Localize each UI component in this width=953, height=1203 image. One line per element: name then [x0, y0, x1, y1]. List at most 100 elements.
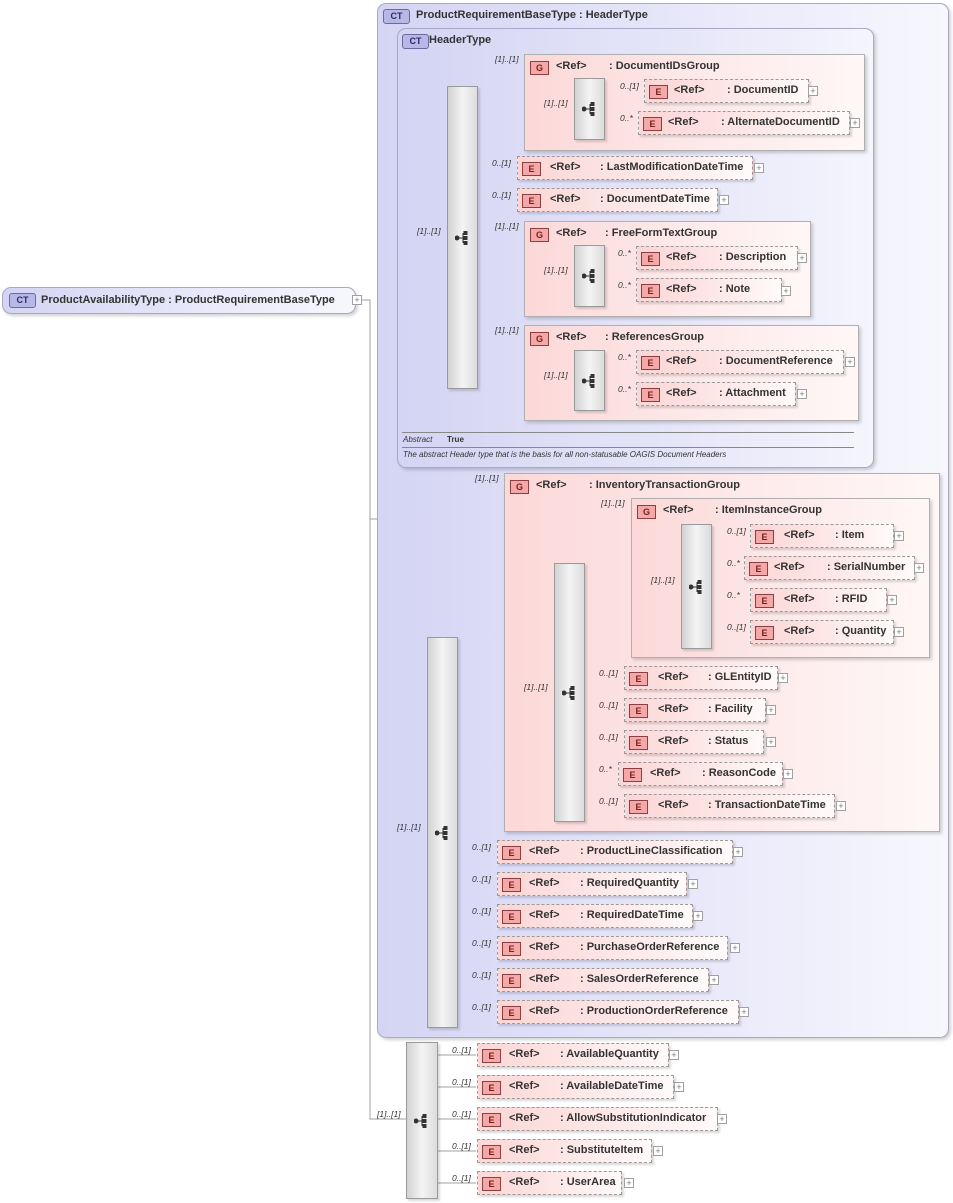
element-alternate-document-id[interactable]: E <Ref> : AlternateDocumentID — [638, 111, 850, 135]
expand-icon[interactable]: + — [717, 1114, 727, 1124]
ref-label: <Ref> — [509, 1080, 540, 1092]
sequence-icon — [581, 269, 594, 283]
expand-icon[interactable]: + — [894, 627, 904, 637]
expand-icon[interactable]: + — [730, 943, 740, 953]
element-icon: E — [641, 252, 660, 266]
expand-icon[interactable]: + — [674, 1082, 684, 1092]
expand-icon[interactable]: + — [914, 563, 924, 573]
element-serial-number[interactable]: E <Ref> : SerialNumber — [744, 556, 915, 580]
sequence-compositor[interactable] — [427, 637, 458, 1028]
root-complex-type[interactable]: CT ProductAvailabilityType : ProductRequ… — [2, 287, 356, 314]
cardinality: 0..* — [618, 384, 631, 394]
group-name: : FreeFormTextGroup — [605, 227, 718, 239]
element-name: : Status — [708, 735, 749, 747]
element-attachment[interactable]: E <Ref> : Attachment — [636, 382, 796, 406]
expand-icon[interactable]: + — [778, 673, 788, 683]
cardinality: [1]..[1] — [544, 98, 568, 108]
element-reason-code[interactable]: E <Ref> : ReasonCode — [618, 762, 783, 786]
cardinality: 0..[1] — [472, 1002, 491, 1012]
expand-icon[interactable]: + — [766, 705, 776, 715]
element-allow-substitution-indicator[interactable]: E <Ref> : AllowSubstitutionIndicator — [477, 1107, 718, 1131]
sequence-compositor[interactable] — [574, 245, 605, 307]
element-name: : ProductLineClassification — [580, 845, 723, 857]
expand-icon[interactable]: + — [669, 1050, 679, 1060]
ref-label: <Ref> — [663, 504, 694, 516]
expand-icon[interactable]: + — [624, 1178, 634, 1188]
expand-icon[interactable]: + — [733, 847, 743, 857]
element-name: : AlternateDocumentID — [721, 116, 840, 128]
element-name: : DocumentReference — [719, 355, 833, 367]
expand-icon[interactable]: + — [781, 286, 791, 296]
element-document-reference[interactable]: E <Ref> : DocumentReference — [636, 350, 844, 374]
expand-icon[interactable]: + — [887, 595, 897, 605]
element-name: : RequiredQuantity — [580, 877, 680, 889]
element-available-date-time[interactable]: E <Ref> : AvailableDateTime — [477, 1075, 674, 1099]
expand-icon[interactable]: + — [709, 975, 719, 985]
complex-type-icon: CT — [402, 34, 429, 49]
element-quantity[interactable]: E <Ref> : Quantity — [750, 620, 894, 644]
expand-icon[interactable]: + — [754, 163, 764, 173]
expand-icon[interactable]: + — [653, 1146, 663, 1156]
expand-icon[interactable]: + — [845, 357, 855, 367]
element-last-modification-date-time[interactable]: E <Ref> : LastModificationDateTime — [517, 156, 753, 180]
element-icon: E — [502, 1006, 521, 1020]
element-name: : Attachment — [719, 387, 786, 399]
expand-icon[interactable]: + — [797, 253, 807, 263]
expand-icon[interactable]: + — [688, 879, 698, 889]
ref-label: <Ref> — [666, 283, 697, 295]
element-sales-order-reference[interactable]: E <Ref> : SalesOrderReference — [497, 968, 709, 992]
cardinality: [1]..[1] — [495, 54, 519, 64]
expand-icon[interactable]: + — [766, 737, 776, 747]
cardinality: 0..* — [618, 248, 631, 258]
expand-icon[interactable]: + — [808, 86, 818, 96]
expand-icon[interactable]: + — [693, 911, 703, 921]
cardinality: [1]..[1] — [544, 265, 568, 275]
cardinality: [1]..[1] — [495, 325, 519, 335]
element-description[interactable]: E <Ref> : Description — [636, 246, 798, 270]
cardinality: 0..[1] — [727, 526, 746, 536]
ref-label: <Ref> — [556, 227, 587, 239]
element-user-area[interactable]: E <Ref> : UserArea — [477, 1171, 622, 1195]
element-icon: E — [641, 356, 660, 370]
element-name: : TransactionDateTime — [708, 799, 826, 811]
element-rfid[interactable]: E <Ref> : RFID — [750, 588, 887, 612]
element-facility[interactable]: E <Ref> : Facility — [624, 698, 766, 722]
expand-icon[interactable]: + — [850, 118, 860, 128]
element-item[interactable]: E <Ref> : Item — [750, 524, 894, 548]
expand-icon[interactable]: + — [739, 1007, 749, 1017]
expand-icon[interactable]: + — [783, 769, 793, 779]
element-product-line-classification[interactable]: E <Ref> : ProductLineClassification — [497, 840, 733, 864]
sequence-compositor[interactable] — [406, 1042, 438, 1199]
element-note[interactable]: E <Ref> : Note — [636, 278, 782, 302]
expand-icon[interactable]: + — [894, 531, 904, 541]
element-transaction-date-time[interactable]: E <Ref> : TransactionDateTime — [624, 794, 835, 818]
expand-icon[interactable]: + — [352, 295, 362, 305]
sequence-compositor[interactable] — [681, 524, 712, 649]
sequence-compositor[interactable] — [574, 350, 605, 411]
sequence-compositor[interactable] — [554, 563, 585, 822]
element-available-quantity[interactable]: E <Ref> : AvailableQuantity — [477, 1043, 669, 1067]
element-substitute-item[interactable]: E <Ref> : SubstituteItem — [477, 1139, 652, 1163]
cardinality: 0..[1] — [492, 190, 511, 200]
element-required-quantity[interactable]: E <Ref> : RequiredQuantity — [497, 872, 687, 896]
cardinality: 0..[1] — [472, 938, 491, 948]
element-status[interactable]: E <Ref> : Status — [624, 730, 764, 754]
element-icon: E — [629, 672, 648, 686]
element-gl-entity-id[interactable]: E <Ref> : GLEntityID — [624, 666, 778, 690]
element-name: : Note — [719, 283, 751, 295]
expand-icon[interactable]: + — [719, 195, 729, 205]
element-icon: E — [641, 388, 660, 402]
sequence-compositor[interactable] — [574, 78, 605, 140]
expand-icon[interactable]: + — [836, 801, 846, 811]
ref-label: <Ref> — [536, 479, 567, 491]
sequence-compositor[interactable] — [447, 86, 478, 389]
element-production-order-reference[interactable]: E <Ref> : ProductionOrderReference — [497, 1000, 739, 1024]
element-document-date-time[interactable]: E <Ref> : DocumentDateTime — [517, 188, 718, 212]
element-purchase-order-reference[interactable]: E <Ref> : PurchaseOrderReference — [497, 936, 728, 960]
expand-icon[interactable]: + — [797, 389, 807, 399]
element-document-id[interactable]: E <Ref> : DocumentID — [644, 79, 809, 103]
element-required-date-time[interactable]: E <Ref> : RequiredDateTime — [497, 904, 693, 928]
cardinality: [1]..[1] — [544, 370, 568, 380]
cardinality: 0..* — [618, 280, 631, 290]
ref-label: <Ref> — [556, 331, 587, 343]
